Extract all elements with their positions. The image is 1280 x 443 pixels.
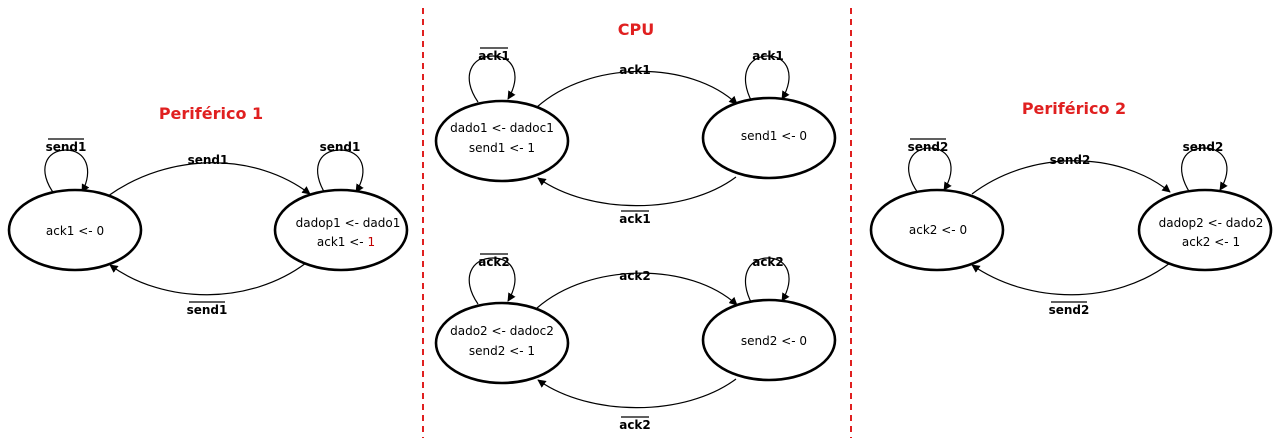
transition-cpu1-back (537, 176, 737, 207)
self-loop-cpu2-s0 (468, 257, 516, 305)
state-cpu2-send-action-1: dado2 <- dadoc2 (450, 324, 554, 338)
state-cpu1-wait-action: send1 <- 0 (741, 129, 807, 143)
label-cpu2-forward: ack2 (619, 269, 651, 283)
self-loop-cpu2-s1 (744, 257, 790, 305)
self-loop-p2-s0 (908, 147, 952, 194)
label-p1-back: send1 (187, 303, 228, 317)
transition-cpu2-forward (536, 272, 738, 309)
label-cpu1-forward: ack1 (619, 63, 651, 77)
label-p1-loop-s1: send1 (320, 140, 361, 154)
state-cpu1-send-action-1: dado1 <- dadoc1 (450, 121, 554, 135)
peripheral-1-fsm: ack1 <- 0 dadop1 <- dado1 ack1 <- 1 send… (7, 138, 409, 317)
state-p1-receive-action-2: ack1 <- 1 (317, 235, 375, 249)
cpu-fsm-2: dado2 <- dadoc2 send2 <- 1 send2 <- 0 ac… (434, 253, 837, 432)
state-cpu2-send-action-2: send2 <- 1 (469, 344, 535, 358)
label-cpu2-back: ack2 (619, 418, 651, 432)
label-cpu1-loop-s0: ack1 (478, 49, 510, 63)
state-p2-idle (869, 188, 1005, 272)
transition-p2-forward (971, 160, 1171, 195)
transition-cpu2-back (537, 378, 737, 409)
state-cpu2-send (434, 301, 570, 385)
self-loop-p1-s1 (317, 149, 364, 196)
state-cpu1-wait (701, 96, 837, 180)
state-cpu1-send (434, 99, 570, 183)
state-cpu1-send-action-2: send1 <- 1 (469, 141, 535, 155)
transition-p1-forward (107, 162, 311, 197)
title-peripheral-1: Periférico 1 (159, 104, 263, 123)
state-p2-receive-action-2: ack2 <- 1 (1182, 235, 1240, 249)
state-cpu2-wait (701, 298, 837, 382)
label-cpu1-back: ack1 (619, 212, 651, 226)
label-p2-forward: send2 (1050, 153, 1091, 167)
label-p2-loop-s0: send2 (908, 140, 949, 154)
self-loop-p1-s0 (44, 149, 90, 196)
title-peripheral-2: Periférico 2 (1022, 99, 1126, 118)
state-p2-receive-action-1: dadop2 <- dado2 (1159, 216, 1264, 230)
label-cpu1-loop-s1: ack1 (752, 49, 784, 63)
state-p2-receive (1137, 188, 1273, 272)
state-p2-idle-action: ack2 <- 0 (909, 223, 967, 237)
title-cpu: CPU (618, 20, 654, 39)
peripheral-2-fsm: ack2 <- 0 dadop2 <- dado2 ack2 <- 1 send… (869, 138, 1273, 317)
label-p1-loop-s0: send1 (46, 140, 87, 154)
cpu-fsm-1: dado1 <- dadoc1 send1 <- 1 send1 <- 0 ac… (434, 47, 837, 226)
label-p2-back: send2 (1049, 303, 1090, 317)
transition-cpu1-forward (536, 70, 738, 108)
transition-p2-back (971, 262, 1171, 296)
label-p1-forward: send1 (188, 153, 229, 167)
self-loop-cpu1-s0 (468, 55, 516, 103)
label-cpu2-loop-s1: ack2 (752, 255, 784, 269)
state-p1-idle-action: ack1 <- 0 (46, 224, 104, 238)
state-p1-idle (7, 188, 143, 272)
self-loop-p2-s1 (1181, 147, 1228, 194)
transition-p1-back (109, 262, 307, 296)
label-cpu2-loop-s0: ack2 (478, 255, 510, 269)
self-loop-cpu1-s1 (744, 55, 790, 103)
state-p1-receive (273, 188, 409, 272)
label-p2-loop-s1: send2 (1183, 140, 1224, 154)
state-cpu2-wait-action: send2 <- 0 (741, 334, 807, 348)
state-p1-receive-action-1: dadop1 <- dado1 (296, 216, 401, 230)
